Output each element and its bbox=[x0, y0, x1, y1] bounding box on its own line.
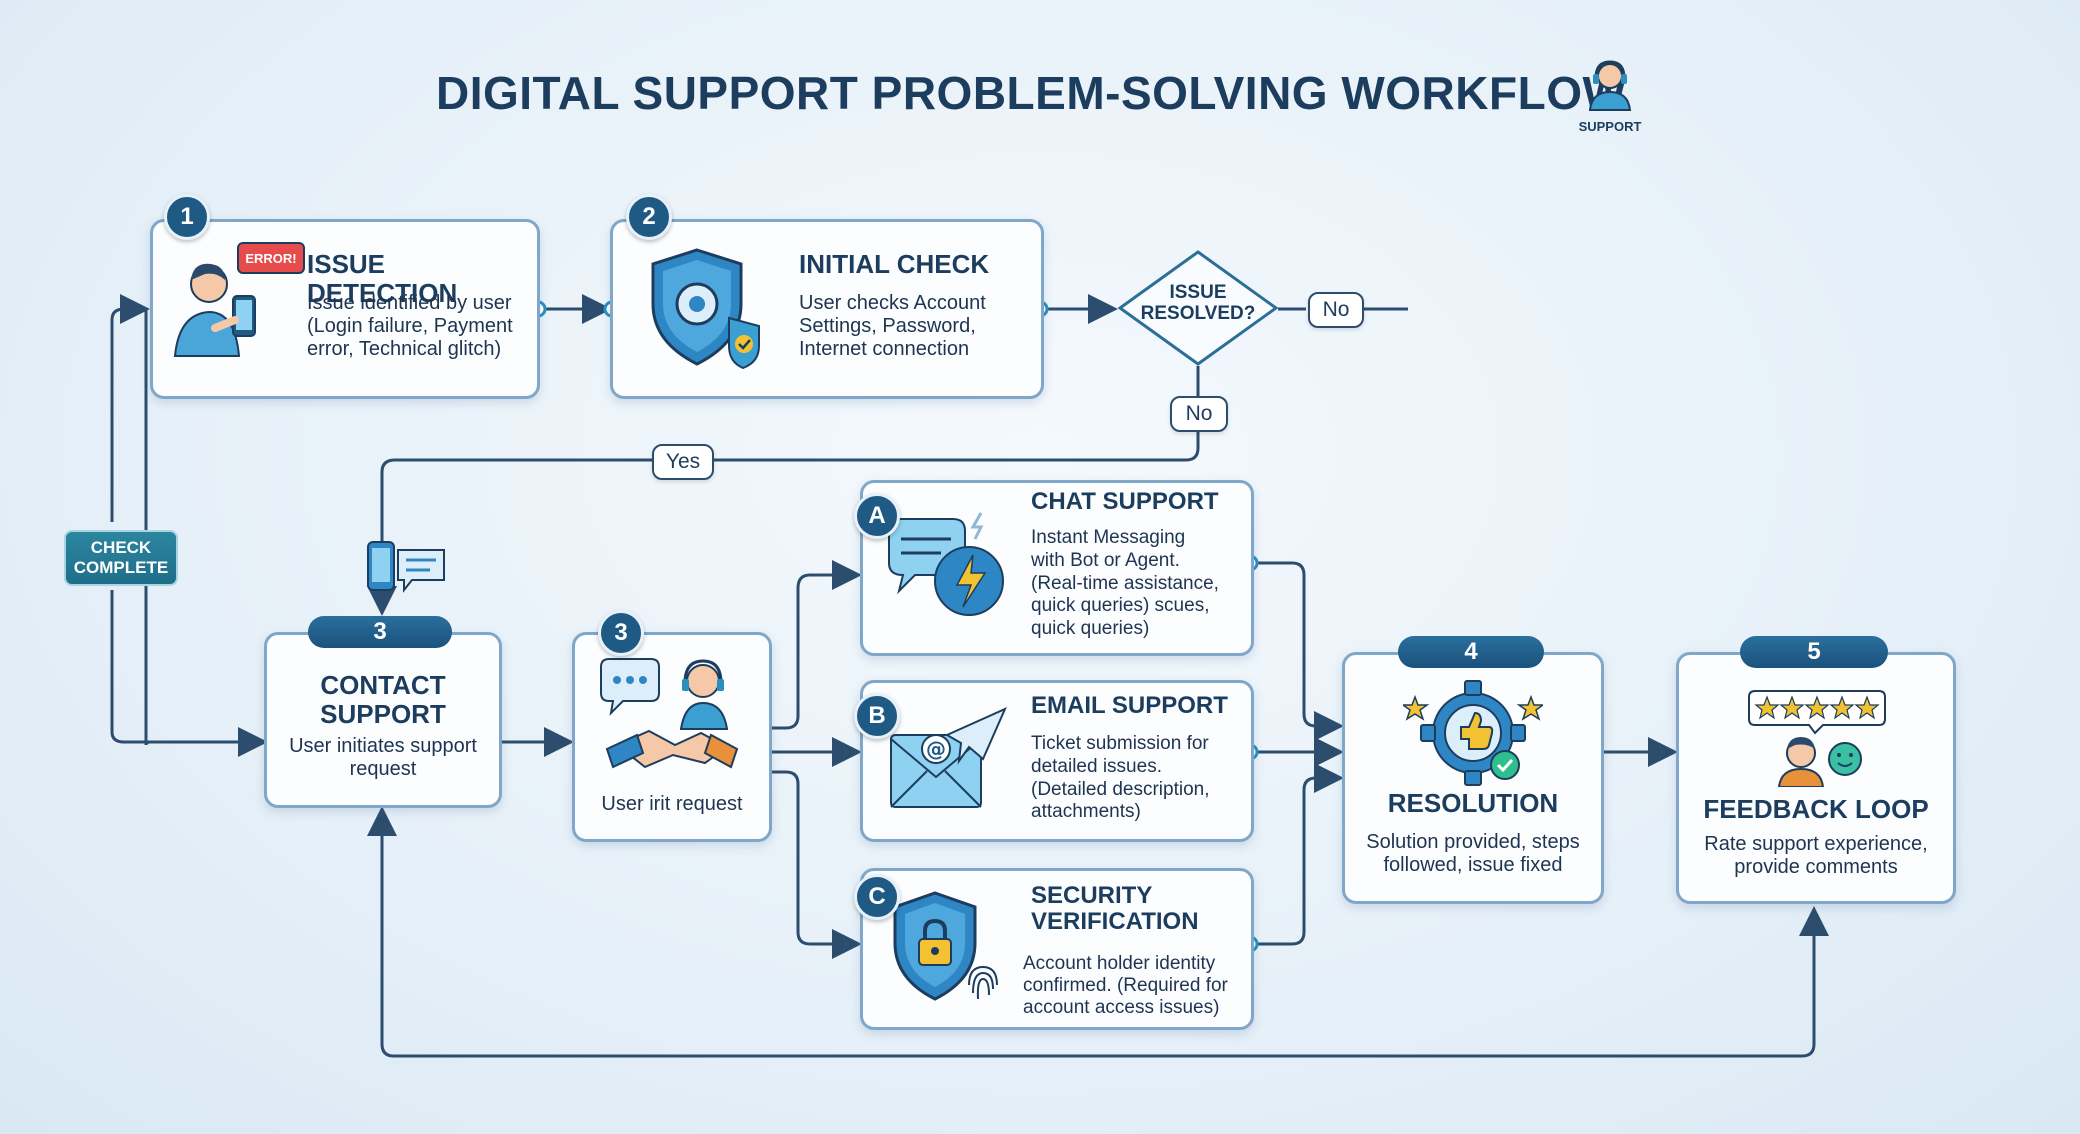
feedback-loop-desc: Rate support experience, provide comment… bbox=[1704, 833, 1928, 878]
feedback-loop-card[interactable]: FEEDBACK LOOP Rate support experience, p… bbox=[1676, 652, 1956, 904]
initial-check-title: INITIAL CHECK bbox=[799, 249, 990, 279]
step-4-badge: 4 bbox=[1398, 636, 1544, 668]
support-badge: SUPPORT bbox=[1568, 56, 1652, 134]
handshake-agent-icon bbox=[597, 657, 747, 780]
decision-label: ISSUE RESOLVED? bbox=[1140, 282, 1256, 324]
step-3-badge: 3 bbox=[308, 616, 452, 648]
rating-stars-icon bbox=[1745, 689, 1889, 792]
initial-check-card[interactable]: INITIAL CHECK User checks Account Settin… bbox=[610, 219, 1044, 399]
decision-diamond-shape bbox=[1117, 250, 1279, 366]
security-verification-title: SECURITY VERIFICATION bbox=[1031, 882, 1199, 936]
option-b-badge: B bbox=[854, 693, 900, 739]
request-hub-desc: User irit request bbox=[601, 793, 743, 815]
user-phone-icon bbox=[165, 244, 285, 369]
contact-support-title: CONTACT SUPPORT bbox=[320, 670, 446, 729]
email-envelope-icon: @ bbox=[887, 705, 1007, 822]
issue-resolved-decision[interactable]: ISSUE RESOLVED? bbox=[1117, 250, 1279, 366]
lock-fingerprint-icon bbox=[891, 889, 1001, 1014]
initial-check-desc: User checks Account Settings, Password, … bbox=[799, 292, 986, 360]
issue-detection-desc: Issue identified by user (Login failure,… bbox=[307, 292, 513, 360]
option-a-badge: A bbox=[854, 493, 900, 539]
decision-no-right-tag: No bbox=[1308, 292, 1364, 328]
chat-support-title: CHAT SUPPORT bbox=[1031, 488, 1219, 515]
security-verification-desc: Account holder identity confirmed. (Requ… bbox=[1023, 953, 1228, 1018]
email-support-card[interactable]: @ EMAIL SUPPORT Ticket submission for de… bbox=[860, 680, 1254, 842]
shield-gear-icon bbox=[647, 246, 767, 375]
issue-detection-title: ISSUE DETECTION bbox=[307, 249, 458, 308]
contact-support-desc: User initiates support request bbox=[289, 735, 477, 780]
request-hub-card[interactable]: User irit request bbox=[572, 632, 772, 842]
feedback-loop-title: FEEDBACK LOOP bbox=[1703, 794, 1929, 824]
resolution-title: RESOLUTION bbox=[1387, 788, 1559, 818]
gear-thumbs-up-icon bbox=[1400, 677, 1546, 792]
step-2-badge: 2 bbox=[626, 194, 672, 240]
request-hub-badge: 3 bbox=[598, 610, 644, 656]
phone-chat-icon bbox=[364, 540, 448, 601]
resolution-card[interactable]: RESOLUTION Solution provided, steps foll… bbox=[1342, 652, 1604, 904]
error-bubble: ERROR! bbox=[237, 242, 305, 274]
email-support-title: EMAIL SUPPORT bbox=[1031, 692, 1228, 719]
check-complete-label: CHECK COMPLETE bbox=[64, 530, 178, 586]
step-5-badge: 5 bbox=[1740, 636, 1888, 668]
contact-support-card[interactable]: CONTACT SUPPORT User initiates support r… bbox=[264, 632, 502, 808]
email-support-desc: Ticket submission for detailed issues. (… bbox=[1031, 733, 1210, 823]
decision-yes-tag: Yes bbox=[652, 444, 714, 480]
svg-text:@: @ bbox=[926, 737, 946, 761]
page-title: DIGITAL SUPPORT PROBLEM-SOLVING WORKFLOW bbox=[436, 67, 1627, 119]
support-badge-label: SUPPORT bbox=[1578, 119, 1642, 134]
resolution-desc: Solution provided, steps followed, issue… bbox=[1366, 831, 1580, 876]
chat-support-desc: Instant Messaging with Bot or Agent. (Re… bbox=[1031, 527, 1219, 640]
decision-no-down-tag: No bbox=[1170, 396, 1228, 432]
chat-lightning-icon bbox=[885, 511, 1011, 626]
issue-detection-card[interactable]: ERROR! ISSUE DETECTION Issue identified … bbox=[150, 219, 540, 399]
chat-support-card[interactable]: CHAT SUPPORT Instant Messaging with Bot … bbox=[860, 480, 1254, 656]
option-c-badge: C bbox=[854, 874, 900, 920]
step-1-badge: 1 bbox=[164, 194, 210, 240]
security-verification-card[interactable]: SECURITY VERIFICATION Account holder ide… bbox=[860, 868, 1254, 1030]
headset-agent-icon bbox=[1588, 60, 1632, 111]
